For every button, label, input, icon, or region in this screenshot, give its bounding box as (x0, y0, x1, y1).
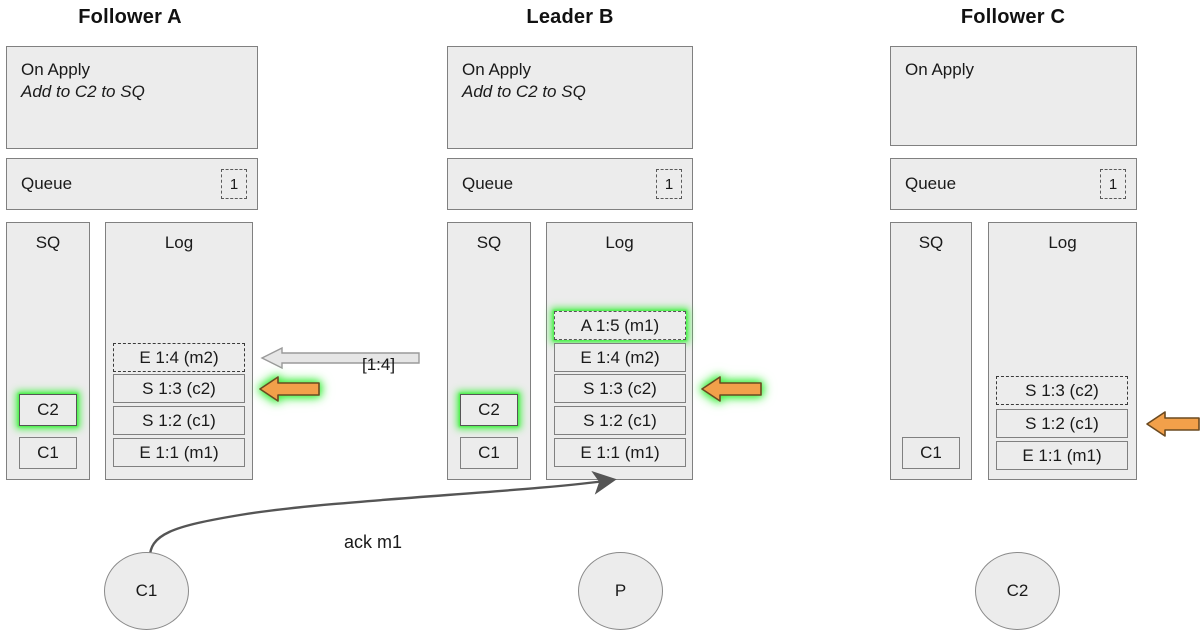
log-entry-follower-c: S 1:3 (c2) (996, 376, 1128, 405)
sq-entry-follower-a: C1 (19, 437, 77, 469)
log-header: Log (1048, 233, 1077, 252)
node-title-follower-c: Follower C (960, 6, 1066, 28)
on-apply-panel-follower-a: On Apply Add to C2 to SQ (6, 46, 258, 149)
queue-label: Queue (905, 174, 957, 193)
log-header: Log (605, 233, 634, 252)
on-apply-panel-follower-c: On Apply (890, 46, 1137, 146)
on-apply-action: Add to C2 to SQ (462, 82, 586, 101)
log-header: Log (164, 233, 194, 252)
sq-header: SQ (476, 233, 502, 252)
log-entry-follower-a: E 1:4 (m2) (113, 343, 245, 372)
log-entry-follower-a: E 1:1 (m1) (113, 438, 245, 467)
queue-label: Queue (462, 174, 514, 193)
replication-range-label: [1:4] (362, 355, 396, 374)
sq-entry-follower-c: C1 (902, 437, 960, 469)
on-apply-panel-leader-b: On Apply Add to C2 to SQ (447, 46, 693, 149)
ack-curve-arrow (148, 470, 617, 561)
replication-arrow-gray (260, 346, 420, 370)
log-entry-leader-b: A 1:5 (m1) (554, 311, 686, 340)
log-entry-leader-b: E 1:4 (m2) (554, 343, 686, 372)
client-circle-c1: C1 (104, 552, 189, 630)
queue-count-badge: 1 (1100, 169, 1126, 199)
node-title-follower-a: Follower A (78, 6, 182, 28)
log-entry-follower-c: E 1:1 (m1) (996, 441, 1128, 470)
on-apply-label: On Apply (905, 60, 974, 79)
queue-panel-leader-b: Queue 1 (447, 158, 693, 210)
commit-pointer-follower-c (1146, 411, 1200, 437)
queue-panel-follower-a: Queue 1 (6, 158, 258, 210)
queue-count-badge: 1 (656, 169, 682, 199)
log-entry-leader-b: S 1:2 (c1) (554, 406, 686, 435)
queue-label: Queue (21, 174, 73, 193)
on-apply-action: Add to C2 to SQ (21, 82, 145, 101)
commit-pointer-leader-b (700, 374, 764, 409)
sq-entry-follower-a: C2 (19, 394, 77, 426)
log-entry-leader-b: S 1:3 (c2) (554, 374, 686, 403)
sq-entry-leader-b: C1 (460, 437, 518, 469)
sq-header: SQ (35, 233, 61, 252)
on-apply-label: On Apply (462, 60, 531, 79)
log-entry-leader-b: E 1:1 (m1) (554, 438, 686, 467)
log-entry-follower-a: S 1:3 (c2) (113, 374, 245, 403)
node-title-leader-b: Leader B (526, 6, 614, 28)
sq-header: SQ (918, 233, 944, 252)
client-circle-p: P (578, 552, 663, 630)
ack-label: ack m1 (344, 532, 403, 552)
queue-count-badge: 1 (221, 169, 247, 199)
on-apply-label: On Apply (21, 60, 90, 79)
client-circle-c2: C2 (975, 552, 1060, 630)
queue-panel-follower-c: Queue 1 (890, 158, 1137, 210)
log-entry-follower-c: S 1:2 (c1) (996, 409, 1128, 438)
log-entry-follower-a: S 1:2 (c1) (113, 406, 245, 435)
sq-entry-leader-b: C2 (460, 394, 518, 426)
commit-pointer-follower-a (258, 374, 322, 409)
